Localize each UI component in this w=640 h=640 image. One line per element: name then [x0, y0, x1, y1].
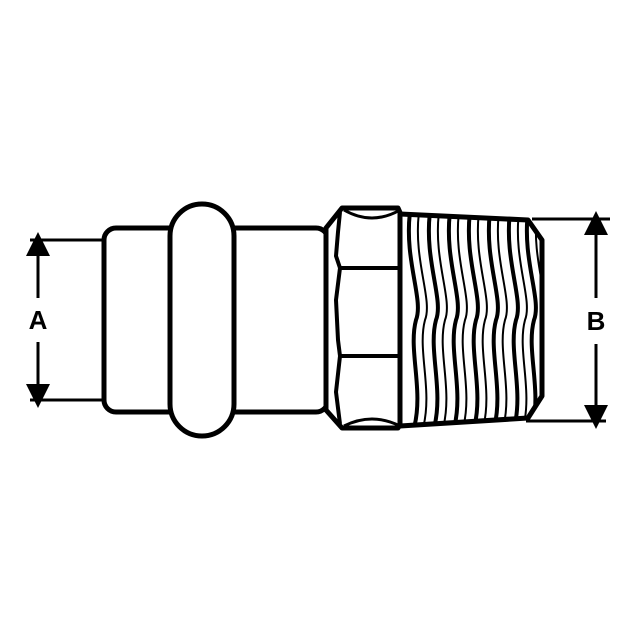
thread-ridge [486, 214, 500, 426]
thread-ridge [446, 214, 460, 426]
thread-ridge [524, 214, 538, 426]
thread-ridge [426, 214, 440, 426]
thread-ridge-edge [516, 214, 528, 426]
male-thread [397, 211, 545, 429]
dimension-a: A [25, 232, 102, 408]
thread-ridge [506, 214, 520, 426]
thread-ridges [406, 214, 542, 426]
thread-ridge-edge [436, 214, 448, 426]
hex-nut [323, 205, 409, 431]
thread-ridge-edge [496, 214, 508, 426]
thread-ridge-edge [456, 214, 468, 426]
thread-ridge [406, 214, 420, 426]
dimension-b-label: B [587, 306, 606, 336]
thread-ridge-edge [534, 214, 542, 426]
o-ring-bead [167, 201, 237, 439]
thread-ridge-edge [476, 214, 488, 426]
dimension-b: B [526, 211, 610, 429]
thread-ridge-edge [416, 214, 428, 426]
thread-ridge [466, 214, 480, 426]
dimension-a-label: A [29, 305, 48, 335]
